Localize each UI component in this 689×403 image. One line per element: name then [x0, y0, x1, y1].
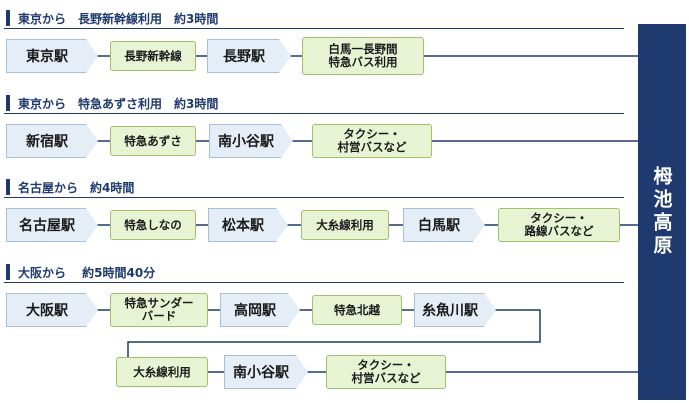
- transport-limited-express-azusa: 特急あずさ: [110, 126, 196, 156]
- station-itoigawa: 糸魚川駅: [414, 293, 496, 327]
- route-header-osaka: 大阪から 約5時間40分: [4, 262, 624, 283]
- transport-nagano-shinkansen: 長野新幹線: [110, 41, 196, 71]
- transport-hokuetsu: 特急北越: [312, 295, 402, 325]
- station-nagano: 長野駅: [207, 39, 291, 73]
- route-header-tokyo-shinkansen: 東京から 長野新幹線利用 約3時間: [4, 8, 624, 29]
- transport-taxi-village-bus: タクシー・ 村営バスなど: [312, 124, 432, 158]
- route-header-nagoya: 名古屋から 約4時間: [4, 177, 624, 198]
- station-minami-otari: 南小谷駅: [209, 124, 293, 158]
- station-shinjuku: 新宿駅: [6, 124, 98, 158]
- route-header-text: 大阪から 約5時間40分: [18, 266, 156, 280]
- station-osaka: 大阪駅: [6, 293, 98, 327]
- route-header-text: 名古屋から 約4時間: [18, 181, 135, 195]
- station-hakuba: 白馬駅: [403, 208, 485, 242]
- transport-thunderbird: 特急サンダー バード: [110, 293, 208, 327]
- station-minami-otari: 南小谷駅: [224, 355, 308, 389]
- station-nagoya: 名古屋駅: [6, 208, 98, 242]
- header-marker: [6, 10, 10, 26]
- header-marker: [6, 179, 10, 195]
- station-takaoka: 高岡駅: [220, 293, 300, 327]
- station-matsumoto: 松本駅: [208, 208, 288, 242]
- transport-oito-line: 大糸線利用: [116, 357, 208, 387]
- transport-express-bus: 白馬一長野間 特急バス利用: [302, 37, 424, 75]
- transport-limited-express-shinano: 特急しなの: [110, 210, 196, 240]
- route-header-tokyo-azusa: 東京から 特急あずさ利用 約3時間: [4, 93, 624, 114]
- destination-tsugaike-kogen: 栂池高原: [638, 24, 686, 400]
- header-marker: [6, 264, 10, 280]
- station-tokyo: 東京駅: [6, 39, 98, 73]
- route-header-text: 東京から 長野新幹線利用 約3時間: [18, 12, 219, 26]
- destination-label: 栂池高原: [650, 166, 673, 258]
- header-marker: [6, 95, 10, 111]
- transport-oito-line: 大糸線利用: [301, 210, 389, 240]
- route-header-text: 東京から 特急あずさ利用 約3時間: [18, 97, 219, 111]
- transport-taxi-village-bus: タクシー・ 村営バスなど: [326, 355, 446, 389]
- transport-taxi-route-bus: タクシー・ 路線バスなど: [498, 208, 620, 242]
